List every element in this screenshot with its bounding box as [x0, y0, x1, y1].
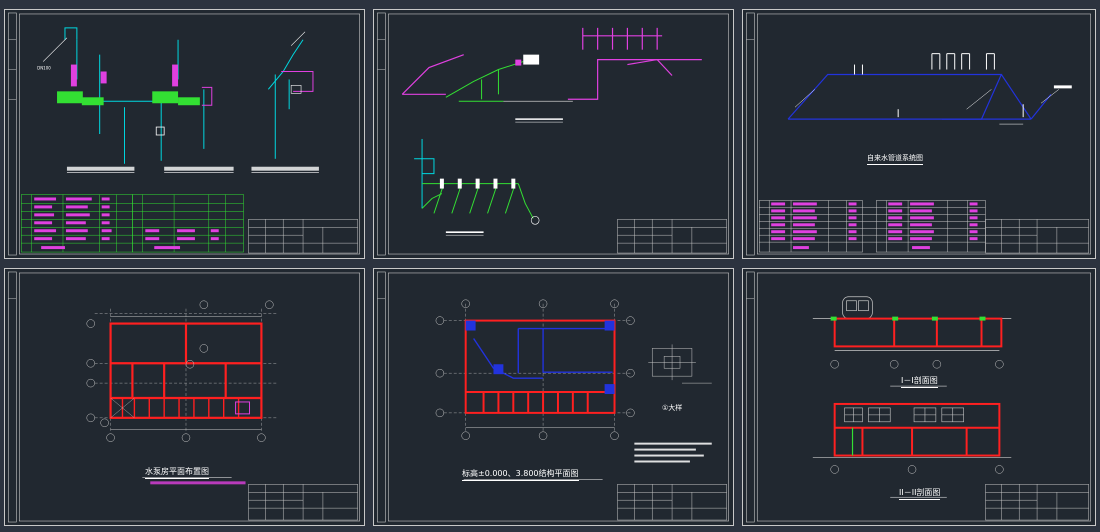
structural-plan-drawing	[377, 271, 729, 523]
drawing-caption: 标高±0.000、3.800结构平面图	[462, 468, 579, 481]
svg-text:DN100: DN100	[37, 66, 51, 71]
isometric-piping-drawing	[377, 12, 729, 256]
drawing-sheet-floor-plan[interactable]: 水泵房平面布置图	[4, 268, 365, 526]
section-views-drawing	[746, 271, 1091, 523]
water-supply-drawing	[746, 12, 1091, 256]
floor-plan-drawing	[8, 271, 360, 523]
piping-system-drawing: DN100	[8, 12, 360, 256]
drawing-sheet-water-supply[interactable]: 自来水管道系统图	[742, 9, 1096, 259]
drawing-sheet-piping-systems[interactable]: DN100	[4, 9, 365, 259]
detail-caption: ①大样	[662, 404, 683, 412]
drawing-sheet-structural-plan[interactable]: 标高±0.000、3.800结构平面图 ①大样	[373, 268, 734, 526]
drawing-sheet-isometric-piping[interactable]	[373, 9, 734, 259]
drawing-caption: 水泵房平面布置图	[145, 466, 209, 479]
drawing-caption: 自来水管道系统图	[867, 153, 923, 165]
drawing-sheet-sections[interactable]: I－I剖面图 II－II剖面图	[742, 268, 1096, 526]
section-caption: II－II剖面图	[899, 487, 941, 500]
section-caption: I－I剖面图	[901, 375, 938, 388]
